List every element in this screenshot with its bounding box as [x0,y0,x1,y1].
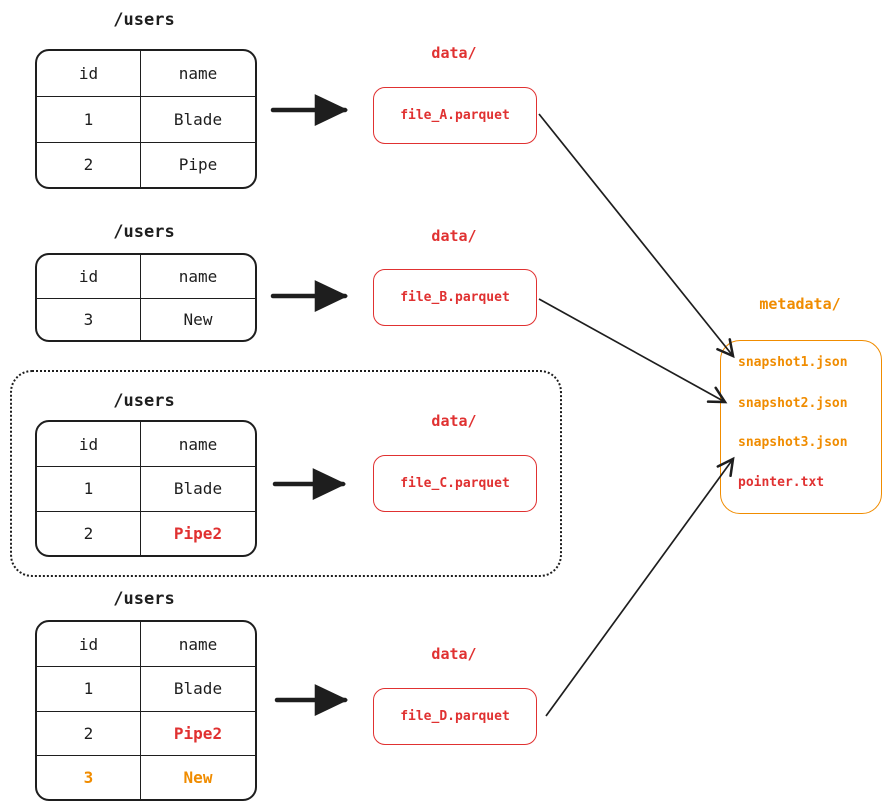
table-cell: 2 [37,710,141,755]
file-d-parquet: file_D.parquet [373,688,537,745]
snapshot2-json-file: snapshot2.json [738,396,848,411]
table4-header-id: id [37,622,141,667]
file-b-parquet: file_B.parquet [373,269,537,326]
table-cell: Blade [141,666,255,710]
table4-title: /users [113,589,175,609]
table1-header-id: id [37,51,141,97]
users-table-v1: id name 1 Blade 2 Pipe [35,49,257,189]
table3-title: /users [113,391,175,411]
table1-header-name: name [178,64,218,84]
users-table-v2: id name 3 New [35,253,257,342]
arrow-file-a-to-snapshot1 [538,113,735,359]
table-cell: 1 [37,96,141,142]
table1-title: /users [113,10,175,30]
snapshot1-json-file: snapshot1.json [738,355,848,370]
data-folder-label-b: data/ [431,227,477,245]
table-cell: 2 [37,510,141,555]
users-table-v3: id name 1 Blade 2 Pipe2 [35,420,257,557]
file-a-parquet: file_A.parquet [373,87,537,144]
table-cell-updated: Pipe2 [141,710,255,755]
pointer-txt-file: pointer.txt [738,475,825,490]
table4-header-name: name [178,634,218,654]
table-cell: Pipe [141,141,255,187]
file-c-parquet: file_C.parquet [373,455,537,512]
arrow-file-b-to-snapshot2 [538,298,728,404]
table3-header-id: id [37,422,141,467]
arrow-file-d-to-snapshot3 [545,456,735,717]
table-cell: Blade [141,466,255,510]
table2-header-name: name [178,266,218,286]
snapshot3-json-file: snapshot3.json [738,435,848,450]
table-cell-inserted: 3 [37,754,141,799]
table2-title: /users [113,222,175,242]
table-cell: 1 [37,666,141,711]
table2-header-id: id [37,255,141,298]
table-cell: 2 [37,141,141,187]
users-table-v4: id name 1 Blade 2 Pipe2 3 New [35,620,257,801]
table-cell-inserted: New [141,754,255,799]
table3-header-name: name [178,434,218,454]
data-folder-label-c: data/ [431,412,477,430]
metadata-box: snapshot1.json snapshot2.json snapshot3.… [720,340,882,514]
metadata-folder-label: metadata/ [759,295,841,313]
data-folder-label-a: data/ [431,44,477,62]
data-folder-label-d: data/ [431,645,477,663]
table-cell: 1 [37,466,141,511]
table-cell: 3 [37,297,141,340]
table-cell: Blade [141,96,255,141]
table-cell: New [141,297,255,341]
table-cell-updated: Pipe2 [141,510,255,555]
